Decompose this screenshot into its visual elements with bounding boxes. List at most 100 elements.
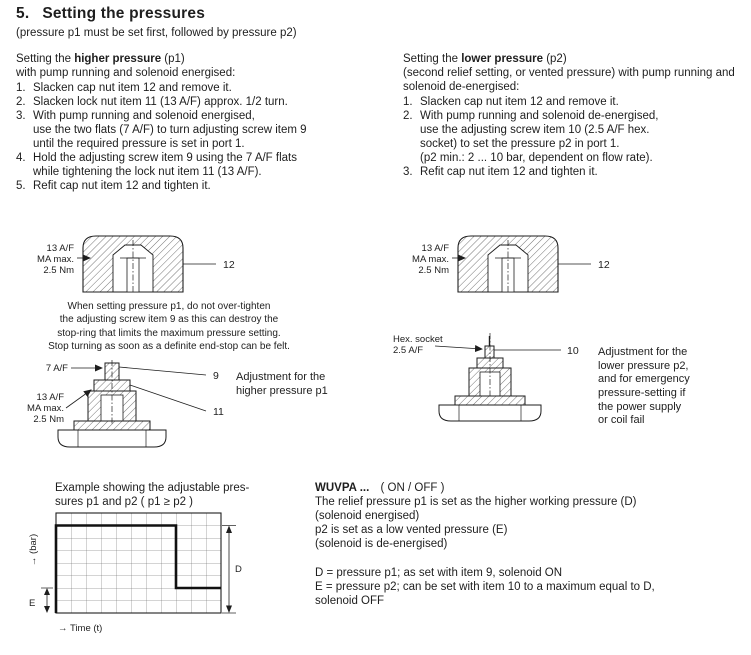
- adjuster-labels: Hex. socket 2.5 A/F: [393, 334, 483, 356]
- wuvpa-line: (solenoid energised): [315, 510, 420, 523]
- graph-caption: Example showing the adjustable pres- sur…: [55, 482, 250, 509]
- arrow-down-icon: [44, 606, 50, 613]
- af-size-label: 13 A/F: [37, 392, 65, 403]
- instruction-step: 3. Refit cap nut item 12 and tighten it.: [403, 165, 738, 179]
- p2-heading-post: (p2): [543, 53, 567, 65]
- wuvpa-notes: WUVPA ... ( ON / OFF ) The relief pressu…: [315, 481, 745, 608]
- item-number-12: 12: [223, 259, 235, 271]
- instruction-step: 1. Slacken cap nut item 12 and remove it…: [16, 81, 388, 95]
- leader-line: [118, 366, 207, 376]
- step-number: 2.: [16, 96, 26, 109]
- step-text: Slacken cap nut item 12 and remove it.: [420, 96, 619, 109]
- dimension-D: D: [222, 525, 242, 614]
- item-number-12: 12: [598, 259, 610, 271]
- flats-size-label: 7 A/F: [46, 363, 68, 374]
- p2-heading-em: lower pressure: [461, 53, 544, 65]
- wuvpa-line: (solenoid is de-energised): [315, 538, 448, 551]
- section-subtitle: (pressure p1 must be set first, followed…: [16, 27, 297, 39]
- torque-label-line2: 2.5 Nm: [43, 265, 74, 276]
- item-12-callout: 12: [183, 259, 235, 271]
- instruction-step: 3. With pump running and solenoid energi…: [16, 109, 388, 151]
- wuvpa-title: WUVPA ... ( ON / OFF ): [315, 481, 745, 495]
- item-number-10: 10: [567, 345, 579, 357]
- cap-nut-section-view: [457, 235, 559, 293]
- step-number: 1.: [403, 96, 413, 109]
- af-size-label: 13 A/F: [422, 243, 450, 254]
- pressure-profile-line: [54, 524, 221, 613]
- label-arrow: [65, 389, 92, 409]
- p1-adjuster-diagram: 7 A/F 13 A/F MA max. 2.5 Nm 9 11: [27, 360, 224, 448]
- overtighten-warning: When setting pressure p1, do not over-ti…: [48, 301, 290, 352]
- item-9-caption: Adjustment for the higher pressure p1: [236, 371, 328, 397]
- item-12-callout: 12: [558, 259, 610, 271]
- torque-label-line1: MA max.: [37, 254, 74, 265]
- cap-nut-labels: 13 A/F MA max. 2.5 Nm: [412, 243, 466, 276]
- instruction-step: 4. Hold the adjusting screw item 9 using…: [16, 151, 388, 179]
- section-title: Setting the pressures: [42, 5, 206, 22]
- dim-label-E: E: [29, 598, 35, 609]
- p1-heading-em: higher pressure: [74, 53, 162, 65]
- step-text: Slacken lock nut item 11 (13 A/F) approx…: [33, 96, 288, 109]
- wuvpa-line: The relief pressure p1 is set as the hig…: [315, 496, 637, 509]
- step-text: Refit cap nut item 12 and tighten it.: [420, 166, 598, 179]
- item-10-caption: Adjustment for the lower pressure p2, an…: [598, 346, 690, 427]
- p1-heading-post: (p1): [161, 53, 185, 65]
- wuvpa-line: p2 is set as a low vented pressure (E): [315, 524, 508, 537]
- item-number-11: 11: [213, 406, 224, 418]
- arrow-up-icon: [44, 588, 50, 595]
- instruction-step: 5. Refit cap nut item 12 and tighten it.: [16, 179, 388, 193]
- wuvpa-onoff: ( ON / OFF ): [380, 482, 445, 494]
- p2-steps: 1. Slacken cap nut item 12 and remove it…: [403, 95, 738, 179]
- leader-line: [129, 384, 207, 412]
- arrow-up-icon: [226, 525, 232, 533]
- p2-intro: (second relief setting, or vented pressu…: [403, 67, 735, 94]
- step-text: With pump running and solenoid energised…: [33, 110, 307, 151]
- torque-label-line2: 2.5 Nm: [33, 414, 64, 425]
- step-number: 2.: [403, 110, 413, 123]
- cap-nut-labels: 13 A/F MA max. 2.5 Nm: [37, 243, 91, 276]
- step-text: Refit cap nut item 12 and tighten it.: [33, 180, 211, 193]
- graph-grid: [55, 512, 222, 614]
- p2-heading-pre: Setting the: [403, 53, 462, 65]
- cap-nut-section-view: [82, 235, 184, 293]
- p2-heading: Setting the lower pressure (p2): [403, 52, 738, 66]
- torque-label-line1: MA max.: [27, 403, 64, 414]
- af-size-label: 13 A/F: [47, 243, 75, 254]
- item-11-callout: 11: [129, 384, 224, 418]
- p2-adjuster-diagram: Hex. socket 2.5 A/F 10: [393, 333, 579, 422]
- arrow-down-icon: [226, 605, 232, 613]
- p1-intro: with pump running and solenoid energised…: [16, 67, 236, 80]
- step-text: Hold the adjusting screw item 9 using th…: [33, 152, 297, 179]
- section-number: 5.: [16, 5, 30, 22]
- step-number: 3.: [403, 166, 413, 179]
- hex-socket-label-line2: 2.5 A/F: [393, 345, 423, 356]
- section-heading: 5. Setting the pressures: [16, 5, 205, 23]
- dim-label-D: D: [235, 564, 242, 575]
- y-axis-label: → (bar): [28, 534, 39, 566]
- p1-heading: Setting the higher pressure (p1): [16, 52, 388, 66]
- item-10-callout: 10: [494, 345, 579, 357]
- cap-nut-diagram-p2: 13 A/F MA max. 2.5 Nm 12: [412, 235, 610, 293]
- wuvpa-model: WUVPA ...: [315, 482, 370, 494]
- torque-label-line2: 2.5 Nm: [418, 265, 449, 276]
- valve-section-view: [438, 333, 542, 422]
- instruction-step: 1. Slacken cap nut item 12 and remove it…: [403, 95, 738, 109]
- adjuster-labels: 7 A/F 13 A/F MA max. 2.5 Nm: [27, 363, 103, 425]
- valve-section-view: [57, 360, 167, 448]
- wuvpa-legend-e: E = pressure p2; can be set with item 10…: [315, 581, 655, 608]
- step-number: 3.: [16, 110, 26, 123]
- item-number-9: 9: [213, 370, 219, 382]
- step-number: 1.: [16, 82, 26, 95]
- step-text: With pump running and solenoid de-energi…: [420, 110, 659, 165]
- pressure-time-graph: D E → (bar) → Time (t): [28, 512, 242, 634]
- cap-nut-diagram-p1: 13 A/F MA max. 2.5 Nm 12: [37, 235, 235, 293]
- dimension-E: E: [29, 587, 53, 613]
- instruction-step: 2. With pump running and solenoid de-ene…: [403, 109, 738, 165]
- item-9-callout: 9: [118, 366, 219, 382]
- x-axis-label: → Time (t): [58, 623, 102, 634]
- step-number: 4.: [16, 152, 26, 165]
- label-arrow: [434, 345, 483, 353]
- p1-heading-pre: Setting the: [16, 53, 75, 65]
- wuvpa-legend-d: D = pressure p1; as set with item 9, sol…: [315, 567, 563, 580]
